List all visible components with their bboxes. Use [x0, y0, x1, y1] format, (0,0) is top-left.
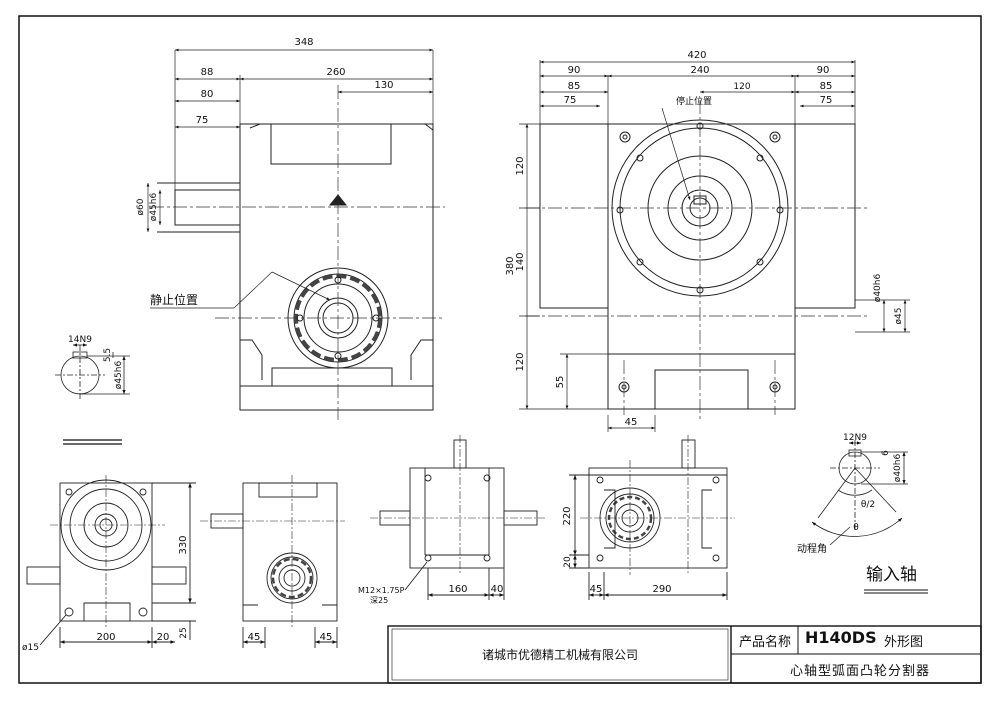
left-main-view: [150, 85, 445, 420]
dim-120-v-bottom: 120: [515, 352, 526, 371]
product-name: 心轴型弧面凸轮分割器: [790, 664, 931, 679]
dim-55: 55: [555, 376, 566, 389]
dim-88: 88: [201, 67, 214, 78]
dim-80: 80: [201, 89, 214, 100]
dim-45-b: 45: [320, 632, 333, 643]
dim-45-c: 45: [590, 584, 603, 595]
dim-25: 25: [179, 627, 189, 638]
dim-key-40h6: ø40h6: [893, 454, 903, 483]
right-main-view: [525, 100, 870, 420]
dim-260: 260: [326, 67, 345, 78]
dim-200: 200: [96, 632, 115, 643]
bottom-view-3: [370, 435, 545, 600]
view-type: 外形图: [884, 635, 924, 650]
label-stop-position-left: 静止位置: [150, 292, 198, 307]
bottom-view-1: [26, 475, 196, 648]
dim-5-5: 5.5: [103, 348, 113, 362]
key-detail-left: [55, 343, 130, 400]
dim-12n9: 12N9: [843, 433, 867, 443]
dim-20-a: 20: [157, 632, 170, 643]
dim-380: 380: [505, 256, 516, 275]
dim-75-left: 75: [564, 95, 577, 106]
bottom-view-2-text: 45 45: [248, 632, 333, 643]
label-theta-half: θ/2: [861, 500, 875, 510]
dim-75: 75: [196, 115, 209, 126]
dim-40: 40: [491, 584, 504, 595]
dim-dia-15: ø15: [22, 643, 39, 653]
dim-shaft-60: ø60: [136, 198, 146, 215]
bottom-view-4-text: 220 20 45 290: [562, 506, 672, 595]
label-theta: θ: [853, 523, 859, 533]
key-detail-right: [811, 440, 908, 546]
dim-220: 220: [562, 506, 573, 525]
dim-45: 45: [625, 417, 638, 428]
sheet-border: [18, 15, 982, 684]
dim-85-left: 85: [568, 81, 581, 92]
dim-348: 348: [294, 37, 313, 48]
bottom-view-1-text: 200 20 330 25 ø15: [22, 535, 189, 653]
bottom-view-2: [200, 475, 345, 648]
left-main-dimensions: [146, 48, 434, 309]
label-thread-spec: M12×1.75P: [358, 586, 405, 595]
bottom-view-4: [569, 435, 735, 600]
company-name: 诸城市优德精工机械有限公司: [481, 648, 638, 662]
dim-14n9: 14N9: [68, 335, 92, 345]
label-stop-position-right: 停止位置: [676, 95, 712, 107]
dim-75-right: 75: [820, 95, 833, 106]
dim-120-v-top: 120: [515, 156, 526, 175]
dim-85-right: 85: [820, 81, 833, 92]
dim-key-45h6: ø45h6: [114, 361, 124, 390]
dim-140: 140: [515, 252, 526, 271]
dim-290: 290: [652, 584, 671, 595]
dim-shaft-45: ø45: [894, 308, 904, 325]
dim-90-right: 90: [817, 65, 830, 76]
model-number: H140DS: [805, 628, 877, 647]
label-thread-depth: 深25: [370, 596, 388, 605]
dim-420: 420: [687, 50, 706, 61]
key-detail-left-text: 14N9 5.5 ø45h6: [68, 335, 124, 389]
left-main-dim-text: 348 88 260 80 130 75 ø60 ø45h6 静止位置: [136, 37, 394, 307]
dim-130: 130: [374, 80, 393, 91]
right-main-dim-text: 420 90 240 90 85 120 85 75 75 停止位置 380 1…: [505, 50, 904, 428]
dim-6: 6: [881, 450, 891, 456]
dim-45-a: 45: [248, 632, 261, 643]
dim-90-left: 90: [568, 65, 581, 76]
dim-160: 160: [448, 584, 467, 595]
right-main-dimensions: [519, 60, 910, 432]
dim-40h6: ø40h6: [873, 274, 883, 303]
dim-240: 240: [690, 65, 709, 76]
dim-330: 330: [178, 535, 189, 554]
title-block: [387, 625, 982, 684]
dim-shaft-45h6: ø45h6: [149, 193, 159, 222]
key-detail-right-text: 12N9 6 ø40h6 θ/2 θ 动程角 输入轴: [797, 433, 917, 585]
bottom-view-3-text: 160 40 M12×1.75P 深25: [358, 584, 503, 605]
label-motion-angle: 动程角: [797, 543, 827, 555]
label-input-shaft: 输入轴: [866, 565, 917, 585]
product-label: 产品名称: [738, 635, 791, 650]
dim-120-top: 120: [733, 82, 750, 92]
dim-20-v: 20: [563, 556, 573, 568]
